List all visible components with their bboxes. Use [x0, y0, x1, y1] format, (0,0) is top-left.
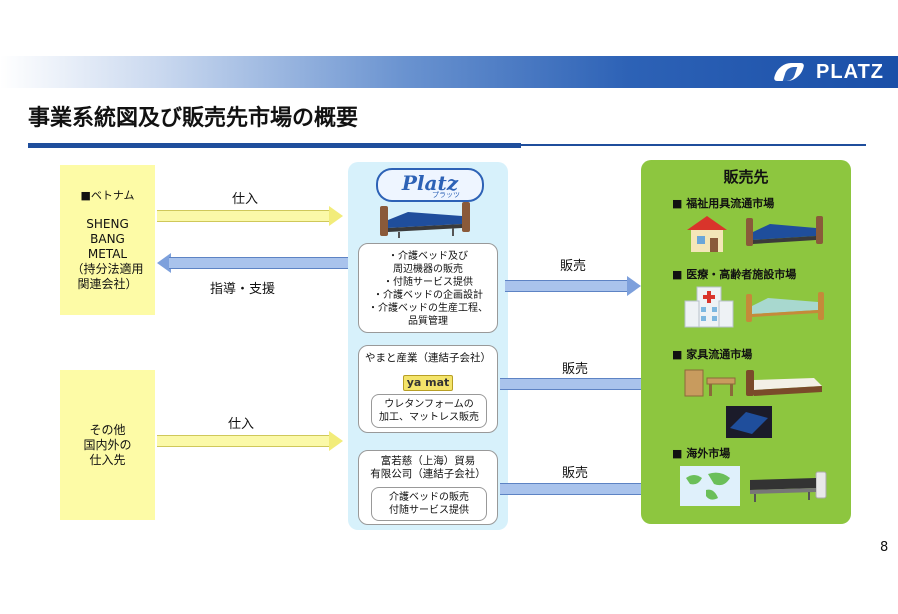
- shanghai-business-line: 付随サービス提供: [389, 505, 469, 516]
- market-furniture: ■ 家具流通市場: [672, 348, 753, 361]
- supplier-other-box: その他 国内外の 仕入先: [60, 370, 155, 520]
- house-icon: [687, 216, 727, 252]
- sales-label-2: 販売: [562, 362, 589, 377]
- purchase-label-2: 仕入: [228, 417, 255, 432]
- market-welfare: ■ 福祉用具流通市場: [672, 197, 775, 210]
- yamat-logo: ya mat: [403, 375, 453, 391]
- header-band: [0, 56, 898, 88]
- sales-arrow-1: [505, 276, 641, 296]
- furniture-bed-icon: [746, 370, 822, 396]
- overseas-bed-icon: [750, 471, 827, 502]
- platz-services-box: ・介護ベッド及び 周辺機器の販売 ・付随サービス提供 ・介護ベッドの企画設計 ・…: [358, 243, 498, 333]
- supplier-other-line: 国内外の: [83, 437, 132, 452]
- shanghai-business-box: 介護ベッドの販売 付随サービス提供: [371, 487, 487, 521]
- yamato-business-box: ウレタンフォームの 加工、マットレス販売: [371, 394, 487, 428]
- world-map-icon: [680, 466, 740, 506]
- hospital-icon: [684, 286, 734, 328]
- logo-text: PLATZ: [816, 60, 884, 83]
- yamato-business-line: 加工、マットレス販売: [379, 412, 479, 423]
- supplier-vietnam-heading: ■ベトナム: [80, 189, 135, 202]
- purchase-label-1: 仕入: [232, 192, 259, 207]
- supplier-other-line: 仕入先: [89, 452, 126, 467]
- platz-service-line: ・介護ベッドの企画設計: [373, 290, 483, 301]
- hospital-bed-icon: [746, 292, 824, 322]
- platz-service-line: ・付随サービス提供: [383, 277, 473, 288]
- mattress-icon: [726, 406, 772, 438]
- platz-service-line: 品質管理: [408, 316, 448, 327]
- title-rule-thin: [521, 144, 866, 146]
- yamato-business-line: ウレタンフォームの: [384, 399, 474, 410]
- care-bed-icon: [746, 216, 823, 246]
- furniture-icon: [684, 369, 736, 397]
- shanghai-name-line: 富若慈（上海）貿易: [380, 455, 476, 467]
- sales-label-3: 販売: [562, 466, 589, 481]
- supplier-vietnam-line: SHENG: [86, 217, 129, 231]
- supplier-vietnam-line: BANG: [90, 232, 125, 246]
- guidance-label: 指導・支援: [210, 282, 276, 297]
- supplier-other-line: その他: [89, 422, 126, 437]
- platz-logo-icon: [773, 61, 808, 83]
- shanghai-business-line: 介護ベッドの販売: [389, 492, 469, 503]
- title-rule-thick: [28, 143, 521, 148]
- shanghai-box: 富若慈（上海）貿易 有限公司（連結子会社） 介護ベッドの販売 付随サービス提供: [358, 450, 498, 525]
- yamato-box: やまと産業（連結子会社） ウレタンフォームの 加工、マットレス販売: [358, 345, 498, 433]
- guidance-arrow: [157, 253, 351, 273]
- supplier-vietnam-line: 関連会社）: [77, 277, 138, 291]
- shanghai-name-line: 有限公司（連結子会社）: [370, 468, 486, 480]
- platz-service-line: ・介護ベッド及び: [388, 251, 468, 262]
- care-bed-icon: [380, 202, 470, 238]
- yamato-name: やまと産業（連結子会社）: [365, 352, 491, 364]
- market-medical: ■ 医療・高齢者施設市場: [672, 268, 797, 281]
- page-title: 事業系統図及び販売先市場の概要: [28, 106, 359, 131]
- platz-service-line: 周辺機器の販売: [393, 264, 463, 275]
- purchase-arrow-2: [157, 431, 343, 451]
- page-number: 8: [880, 540, 889, 555]
- purchase-arrow-1: [157, 206, 343, 226]
- supplier-vietnam-line: （持分法適用: [71, 262, 144, 276]
- platz-service-line: ・介護ベッドの生産工程、: [368, 303, 488, 314]
- platz-brand-logo: Platz: [376, 168, 484, 202]
- sales-label-1: 販売: [560, 259, 587, 274]
- market-overseas: ■ 海外市場: [672, 447, 731, 460]
- platz-logo: PLATZ: [773, 58, 884, 86]
- supplier-vietnam-box: ■ベトナム SHENG BANG METAL （持分法適用 関連会社）: [60, 165, 155, 315]
- supplier-vietnam-line: METAL: [87, 247, 128, 261]
- platz-brand-sub: プラッツ: [432, 191, 460, 199]
- markets-heading: 販売先: [723, 168, 769, 186]
